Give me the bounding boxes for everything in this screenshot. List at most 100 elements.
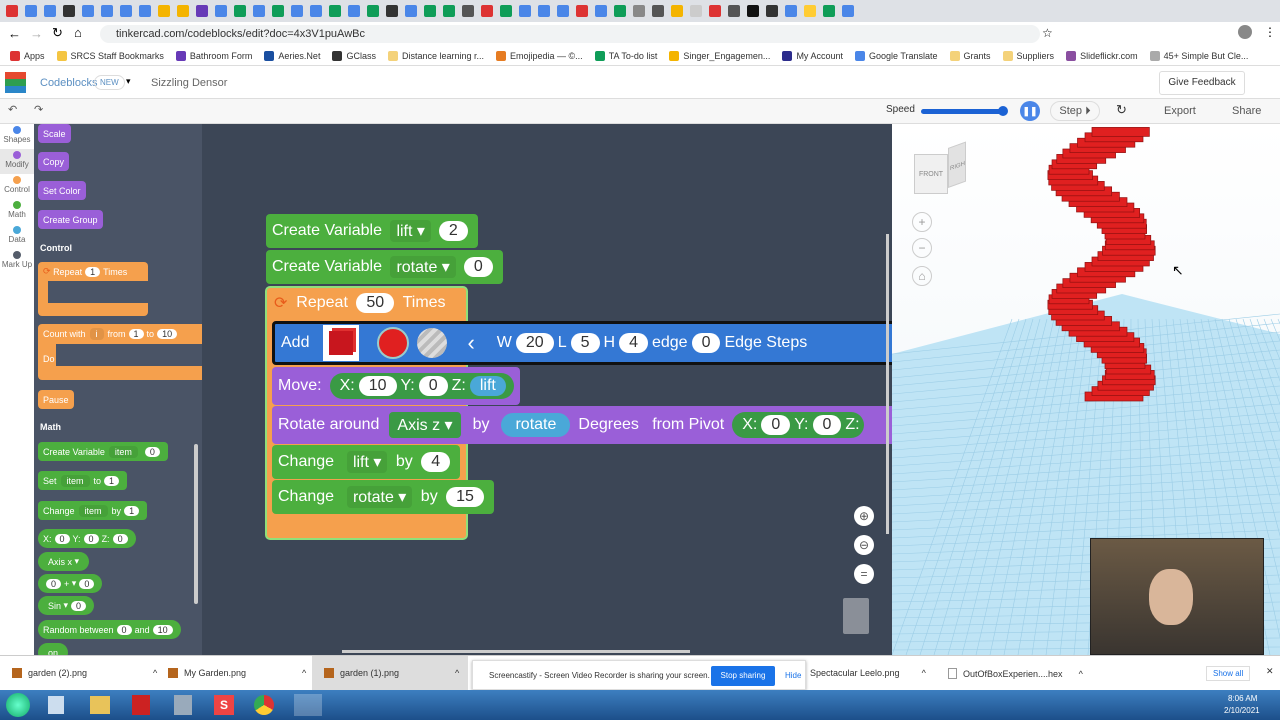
zoom-in-icon[interactable]: ⊕ [854, 506, 874, 526]
value[interactable]: 1 [104, 475, 120, 486]
browser-tab[interactable] [595, 5, 607, 17]
trash-icon[interactable] [843, 598, 869, 634]
var-dropdown[interactable]: item [108, 445, 138, 458]
bookmark-star-icon[interactable]: ☆ [1042, 26, 1053, 40]
give-feedback-button[interactable]: Give Feedback [1159, 71, 1245, 95]
bookmark-item[interactable]: My Account [782, 50, 843, 61]
browser-tab[interactable] [709, 5, 721, 17]
color-swatch[interactable] [377, 327, 410, 359]
value[interactable]: 0 [83, 533, 99, 544]
browser-tab[interactable] [519, 5, 531, 17]
value[interactable]: 1 [124, 505, 140, 516]
value[interactable]: 2 [438, 221, 468, 241]
undo-icon[interactable]: ↶ [8, 104, 18, 116]
function-dropdown[interactable]: Sin [48, 600, 62, 611]
browser-tab[interactable] [6, 5, 18, 17]
browser-tab[interactable] [386, 5, 398, 17]
category-control[interactable]: Control [0, 174, 34, 199]
forward-icon[interactable]: → [30, 26, 43, 41]
download-item[interactable]: My Garden.png^ [168, 668, 306, 678]
redo-icon[interactable]: ↷ [34, 104, 44, 116]
browser-tab[interactable] [291, 5, 303, 17]
clock-time[interactable]: 8:06 AM [1228, 694, 1258, 703]
var-dropdown[interactable]: rotate ▾ [346, 486, 413, 508]
value[interactable]: 0 [54, 533, 70, 544]
url-field[interactable]: tinkercad.com/codeblocks/edit?doc=4x3V1p… [100, 25, 1040, 43]
browser-tab[interactable] [405, 5, 417, 17]
value[interactable]: 0 [112, 533, 128, 544]
close-icon[interactable]: ✕ [1266, 666, 1274, 676]
new-badge[interactable]: NEW [94, 75, 125, 90]
box-shape-thumbnail[interactable] [323, 325, 360, 361]
palette-scrollbar[interactable] [194, 444, 198, 604]
clock-date[interactable]: 2/10/2021 [1224, 706, 1260, 715]
value[interactable]: 0 [761, 415, 791, 435]
axis-block[interactable]: Axis x ▾ [38, 552, 90, 571]
show-all-button[interactable]: Show all [1206, 666, 1251, 681]
count-var-dropdown[interactable]: i [89, 327, 104, 340]
repeat-count[interactable]: 50 [356, 293, 395, 313]
axis-dropdown[interactable]: Axis z ▾ [389, 412, 461, 438]
browser-tab[interactable] [139, 5, 151, 17]
front-face[interactable]: FRONT [914, 154, 948, 194]
browser-tab[interactable] [120, 5, 132, 17]
taskbar-app-icon[interactable] [294, 694, 322, 716]
bookmark-item[interactable]: Suppliers [1002, 50, 1054, 61]
category-shapes[interactable]: Shapes [0, 124, 34, 149]
browser-tab[interactable] [804, 5, 816, 17]
browser-tab[interactable] [44, 5, 56, 17]
bookmark-item[interactable]: Distance learning r... [387, 50, 484, 61]
edge-value[interactable]: 0 [691, 333, 721, 353]
bookmark-item[interactable]: Slideflickr.com [1066, 50, 1138, 61]
taskbar-app-icon[interactable] [48, 696, 64, 714]
var-dropdown[interactable]: lift ▾ [346, 451, 388, 473]
screencastify-icon[interactable]: S [214, 695, 234, 715]
right-face[interactable]: RIGHT [948, 141, 966, 188]
browser-tab[interactable] [329, 5, 341, 17]
view-cube[interactable]: FRONT RIGHT [914, 141, 968, 196]
taskbar-app-icon[interactable] [174, 695, 192, 715]
speed-slider-handle[interactable] [998, 106, 1008, 116]
browser-tab[interactable] [633, 5, 645, 17]
reset-icon[interactable]: ↻ [1116, 102, 1127, 117]
category-math[interactable]: Math [0, 199, 34, 224]
browser-tab[interactable] [462, 5, 474, 17]
browser-tab[interactable] [728, 5, 740, 17]
rotate-block[interactable]: Rotate around Axis z ▾ by rotate Degrees… [272, 406, 892, 444]
browser-tab[interactable] [424, 5, 436, 17]
horizontal-scrollbar[interactable] [342, 650, 690, 653]
browser-tab[interactable] [367, 5, 379, 17]
browser-tab[interactable] [272, 5, 284, 17]
bookmark-item[interactable]: Emojipedia — ©... [496, 50, 583, 61]
download-item[interactable]: Spectacular Leelo.png^ [810, 668, 926, 678]
x-value[interactable]: 10 [358, 376, 397, 396]
bookmark-item[interactable]: Singer_Engagemen... [669, 50, 770, 61]
browser-tab[interactable] [557, 5, 569, 17]
export-button[interactable]: Export [1164, 105, 1196, 117]
bookmark-item[interactable]: Bathroom Form [175, 50, 252, 61]
value[interactable]: 0 [463, 257, 493, 277]
bookmark-item[interactable]: TA To-do list [594, 50, 657, 61]
profile-avatar[interactable] [1238, 25, 1252, 39]
share-button[interactable]: Share [1232, 105, 1262, 117]
value[interactable]: 0 [116, 624, 132, 635]
value[interactable]: 15 [446, 487, 484, 507]
browser-tab[interactable] [690, 5, 702, 17]
width-value[interactable]: 20 [515, 333, 554, 353]
change-rotate-block[interactable]: Change rotate ▾ by 15 [272, 480, 494, 514]
hole-toggle[interactable] [417, 328, 448, 358]
code-workspace[interactable]: Create Variable lift ▾2 Create Variable … [202, 124, 892, 655]
bookmark-item[interactable]: SRCS Staff Bookmarks [56, 50, 164, 61]
browser-tab[interactable] [348, 5, 360, 17]
zoom-in-icon[interactable]: + [912, 212, 932, 232]
vertical-scrollbar[interactable] [886, 234, 889, 534]
browser-tab[interactable] [747, 5, 759, 17]
set-color-block[interactable]: Set Color [38, 181, 86, 200]
var-dropdown[interactable]: lift ▾ [390, 220, 431, 242]
y-value[interactable]: 0 [418, 376, 448, 396]
